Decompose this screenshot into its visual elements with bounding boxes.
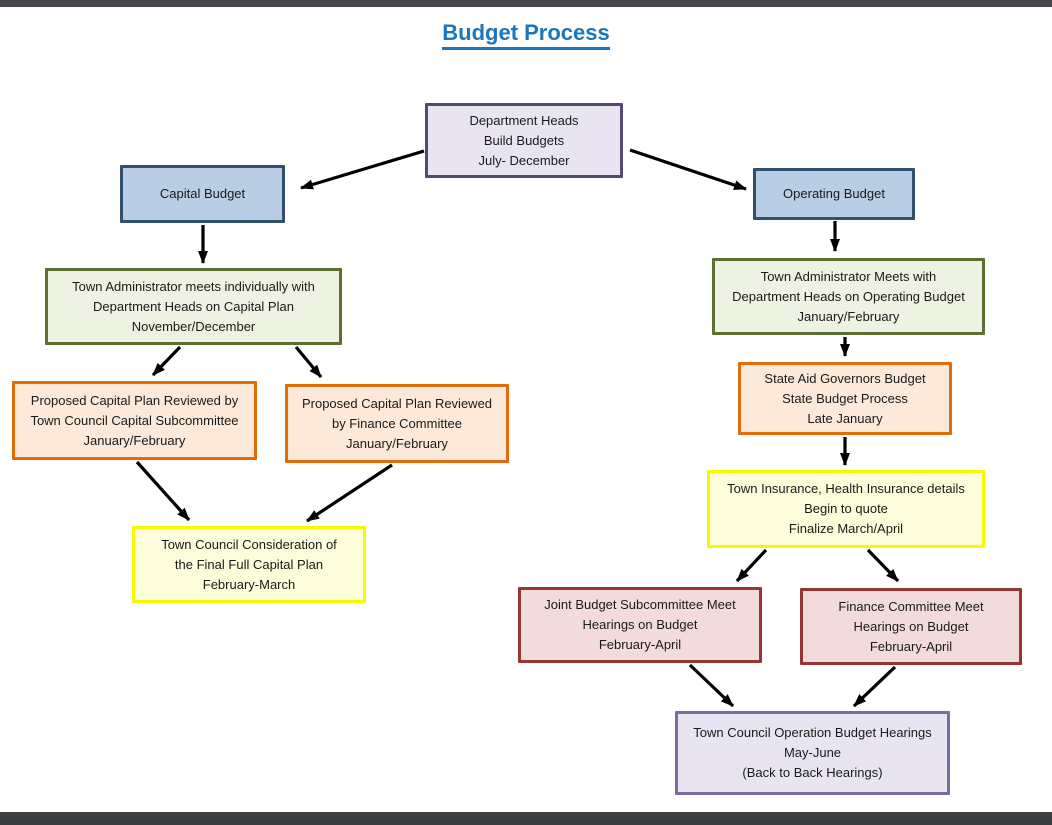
node-town-insurance: Town Insurance, Health Insurance details… (707, 470, 985, 548)
node-line: February-April (598, 637, 682, 652)
node-line: the Final Full Capital Plan (174, 556, 324, 572)
node-line: State Aid Governors Budget (764, 370, 926, 386)
flow-arrow (306, 463, 393, 523)
node-line: Begin to quote (804, 501, 888, 516)
node-line: Operating Budget (783, 186, 885, 201)
flow-arrow (135, 460, 191, 522)
node-line: Department Heads on Operating Budget (732, 288, 965, 304)
flow-arrow (852, 665, 897, 708)
node-council-operation-hearings: Town Council Operation Budget Hearings M… (675, 711, 950, 795)
node-capital-plan-finance: Proposed Capital Plan Reviewed by Financ… (285, 384, 509, 463)
node-council-final-capital-plan: Town Council Consideration of the Final … (132, 526, 366, 603)
node-town-admin-capital: Town Administrator meets individually wi… (45, 268, 342, 345)
node-line: February-March (202, 576, 296, 592)
node-line: Proposed Capital Plan Reviewed (301, 395, 493, 411)
node-line: Town Council Consideration of (161, 536, 337, 552)
node-line: November/December (131, 318, 256, 334)
title-container: Budget Process (0, 20, 1052, 50)
flow-arrow (866, 548, 900, 583)
node-line: Hearings on Budget (853, 618, 969, 634)
node-town-admin-operating: Town Administrator Meets with Department… (712, 258, 985, 335)
node-capital-plan-subcommittee: Proposed Capital Plan Reviewed by Town C… (12, 381, 257, 460)
node-state-aid-governors-budget: State Aid Governors Budget State Budget … (738, 362, 952, 435)
node-line: Town Insurance, Health Insurance details (727, 481, 965, 496)
node-line: Proposed Capital Plan Reviewed by (30, 392, 239, 408)
flow-arrow (688, 663, 735, 708)
node-line: January/February (346, 435, 448, 451)
page-title: Budget Process (442, 20, 610, 50)
node-line: Late January (807, 410, 883, 426)
node-joint-budget-subcommittee: Joint Budget Subcommittee Meet Hearings … (518, 587, 762, 663)
node-line: State Budget Process (782, 390, 908, 406)
node-line: Hearings on Budget (582, 617, 698, 632)
flow-arrow (294, 345, 323, 379)
flow-arrow (629, 148, 747, 191)
node-department-heads: Department Heads Build Budgets July- Dec… (425, 103, 623, 178)
node-line: July- December (478, 152, 570, 168)
node-line: Joint Budget Subcommittee Meet (544, 597, 736, 612)
node-line: Finance Committee Meet (838, 598, 984, 614)
node-line: Town Council Operation Budget Hearings (693, 725, 932, 740)
node-line: January/February (797, 308, 900, 324)
node-line: February-April (869, 638, 953, 654)
top-frame-bar (0, 0, 1052, 7)
node-line: Department Heads (469, 112, 579, 128)
bottom-frame-bar (0, 812, 1052, 825)
node-line: Build Budgets (483, 132, 565, 148)
node-line: Town Council Capital Subcommittee (30, 412, 239, 428)
flow-arrow (300, 149, 425, 190)
node-line: Town Administrator meets individually wi… (72, 278, 315, 294)
node-line: Town Administrator Meets with (760, 268, 937, 284)
flow-arrow (735, 548, 768, 583)
node-capital-budget: Capital Budget (120, 165, 285, 223)
node-line: by Finance Committee (331, 415, 463, 431)
node-line: (Back to Back Hearings) (742, 765, 883, 780)
node-line: Department Heads on Capital Plan (93, 298, 294, 314)
node-operating-budget: Operating Budget (753, 168, 915, 220)
flow-arrow (151, 345, 182, 377)
node-line: January/February (83, 432, 186, 448)
node-line: May-June (783, 745, 842, 760)
node-finance-committee-meet: Finance Committee Meet Hearings on Budge… (800, 588, 1022, 665)
node-line: Finalize March/April (788, 521, 904, 536)
node-line: Capital Budget (159, 186, 246, 201)
